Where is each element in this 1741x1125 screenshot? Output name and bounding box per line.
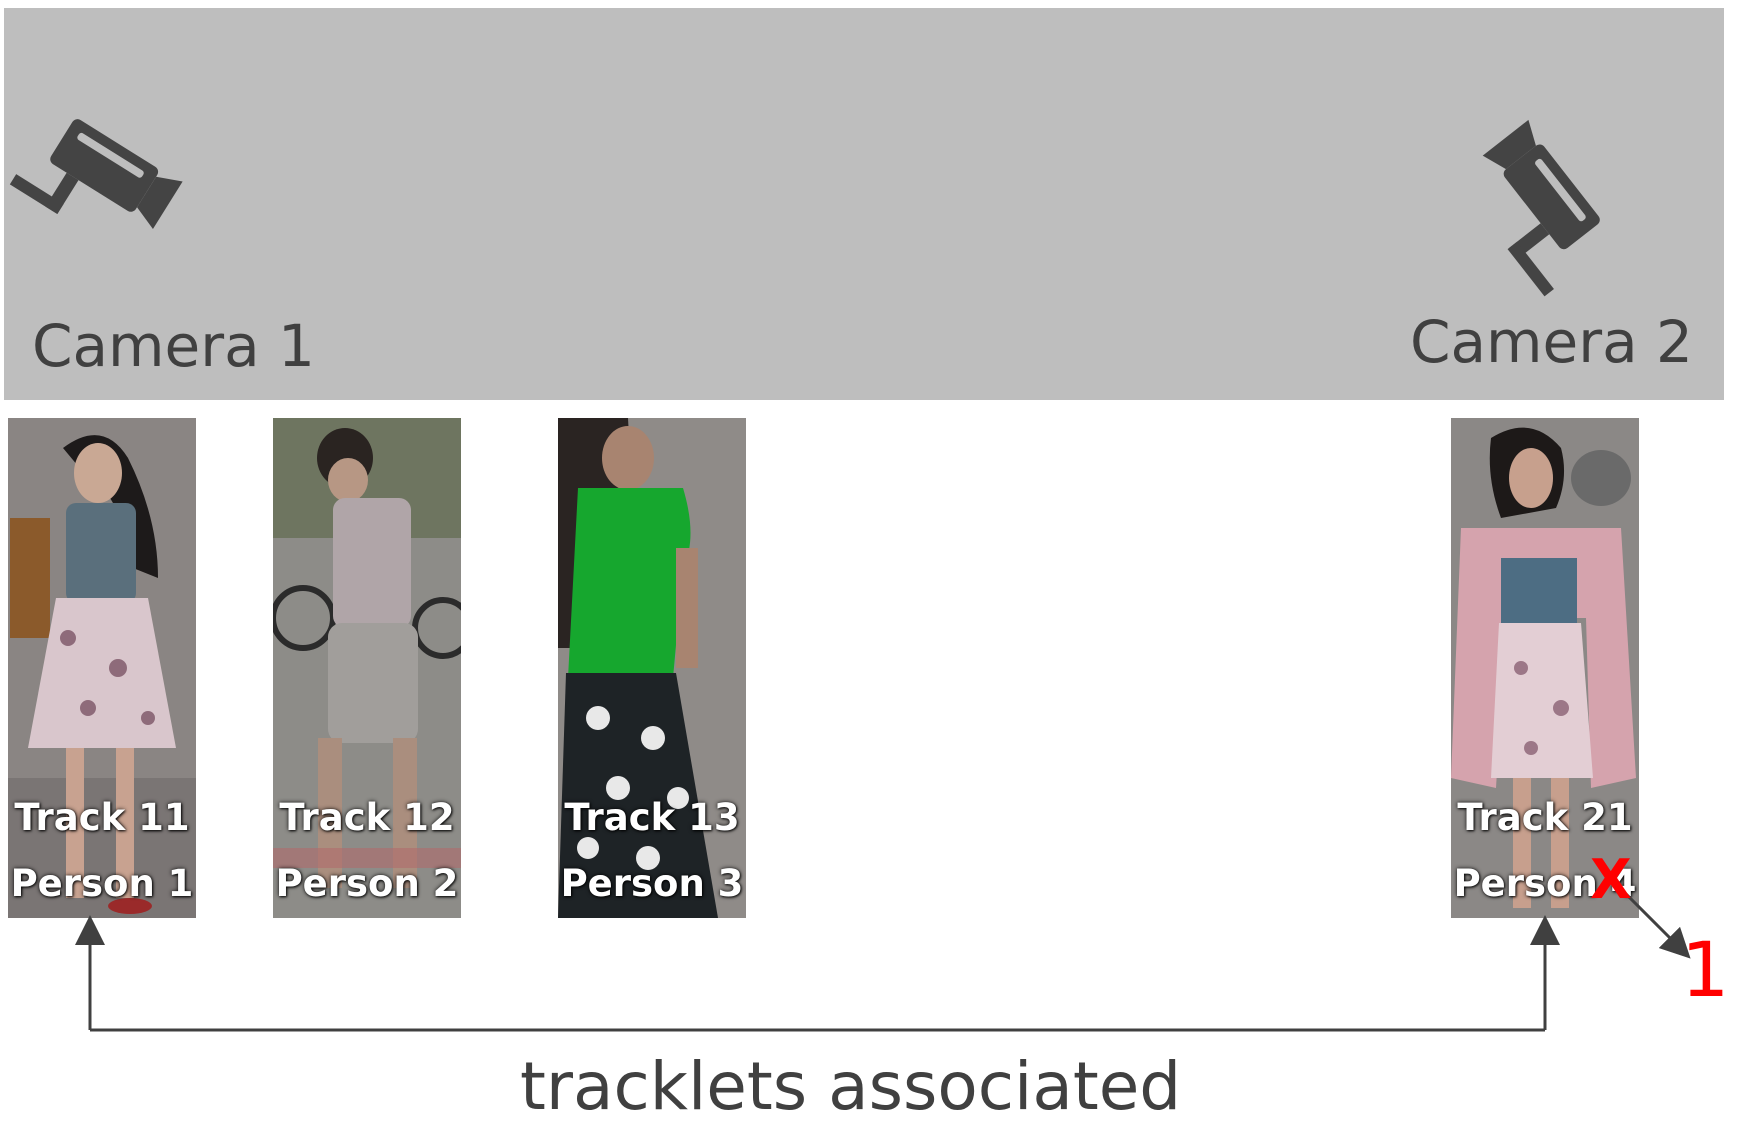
track-id-label: Track 11 — [14, 796, 190, 839]
pedestrian-image — [8, 418, 196, 918]
pedestrian-image — [558, 418, 746, 918]
camera-banner — [4, 8, 1724, 400]
tracklet-image: Track 11 Person 1 — [8, 418, 196, 918]
pedestrian-image — [273, 418, 461, 918]
tracklet-image: Track 13 Person 3 — [558, 418, 746, 918]
tracklet-image: Track 21 Person 4 — [1451, 418, 1639, 918]
security-camera-icon — [6, 80, 196, 280]
person-id-label: Person 3 — [560, 862, 744, 905]
person-id-label: Person 2 — [275, 862, 459, 905]
corrected-person-id: 1 — [1681, 925, 1730, 1014]
person-id-label: Person 1 — [10, 862, 194, 905]
camera-1-label: Camera 1 — [32, 312, 315, 380]
track-id-label: Track 13 — [564, 796, 740, 839]
tracklet-image: Track 12 Person 2 — [273, 418, 461, 918]
track-id-label: Track 12 — [279, 796, 455, 839]
security-camera-icon — [1448, 110, 1638, 310]
person-id-label: Person 4 — [1453, 862, 1637, 905]
association-label: tracklets associated — [520, 1048, 1182, 1125]
correction-cross-mark: X — [1590, 848, 1632, 911]
pedestrian-image — [1451, 418, 1639, 918]
track-id-label: Track 21 — [1457, 796, 1633, 839]
camera-2-label: Camera 2 — [1410, 308, 1693, 376]
